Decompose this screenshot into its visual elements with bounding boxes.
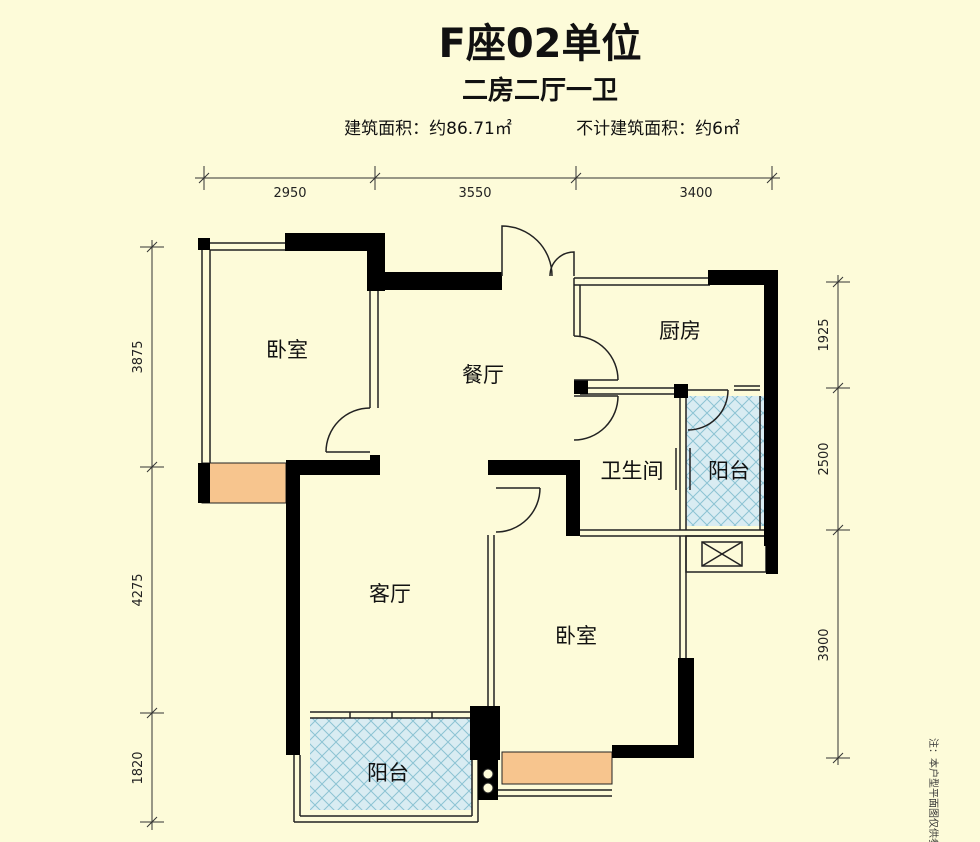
balcony-floor-right [686, 396, 766, 526]
room-label-bedroom-2: 卧室 [555, 624, 597, 648]
exterior-walls [198, 233, 778, 800]
left-dimension-line [140, 240, 164, 830]
window-sill-bedroom-1 [201, 462, 287, 504]
right-dimension-line [826, 275, 850, 765]
drain-fixture-icon [482, 768, 494, 794]
built-area-label: 建筑面积：约86.71㎡ [344, 119, 512, 139]
unit-layout-subtitle: 二房二厅一卫 [462, 76, 618, 106]
room-label-dining: 餐厅 [462, 363, 504, 387]
unit-title: F座02单位 [439, 21, 642, 67]
room-label-balcony-1: 阳台 [708, 459, 750, 483]
room-label-bathroom: 卫生间 [601, 459, 664, 483]
utility-shaft-icon [701, 541, 743, 567]
disclaimer-note: 注：本户型平面图仅供参考， [927, 738, 940, 842]
room-label-balcony-2: 阳台 [367, 761, 409, 785]
dim-top-2: 3550 [458, 186, 491, 201]
top-dimension-line [195, 166, 780, 190]
dim-right-2: 2500 [817, 442, 832, 475]
balcony-floor-bottom [310, 718, 472, 810]
dim-top-1: 2950 [273, 186, 306, 201]
room-label-living: 客厅 [369, 582, 411, 606]
room-label-kitchen: 厨房 [659, 319, 701, 343]
dim-right-3: 3900 [817, 628, 832, 661]
room-label-bedroom-1: 卧室 [266, 338, 308, 362]
dim-top-3: 3400 [679, 186, 712, 201]
dim-right-1: 1925 [817, 318, 832, 351]
doors [325, 225, 760, 533]
window-sill-bedroom-2 [501, 751, 613, 785]
dim-left-3: 1820 [131, 751, 146, 784]
extra-area-label: 不计建筑面积：约6㎡ [576, 119, 740, 139]
dim-left-1: 3875 [131, 340, 146, 373]
dim-left-2: 4275 [131, 573, 146, 606]
thin-outlines [201, 242, 767, 823]
